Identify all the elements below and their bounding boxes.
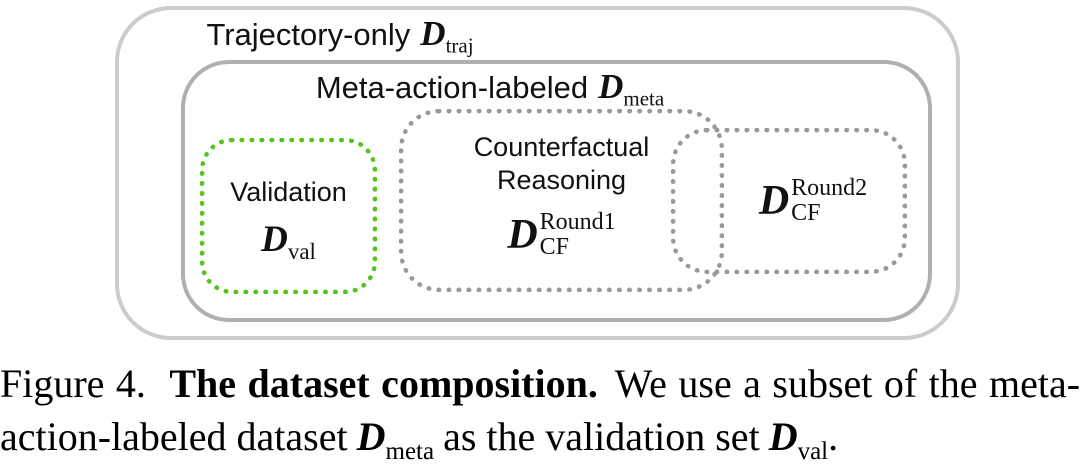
trajectory-only-box [115,6,960,340]
caption-line1: Figure 4. The dataset composition. We us… [0,357,1080,410]
meta-action-labeled-label: Meta-action-labeled Dmeta [240,67,740,111]
dataset-symbol-val: Dval [261,218,316,264]
caption-line2-text2: as the validation set [443,414,760,459]
caption-symbol-val: Dval [768,414,829,465]
cf-round2-sup: Round2 [791,175,868,201]
caption-line2-text1: action-labeled dataset [0,414,348,459]
figure-caption: Figure 4. The dataset composition. We us… [0,357,1080,465]
counterfactual-label-line1: Counterfactual [473,132,650,162]
cf-round1-sub: CF [539,234,570,260]
trajectory-only-label-text: Trajectory-only [206,17,411,52]
meta-action-labeled-box [181,60,932,322]
dataset-symbol-meta: Dmeta [598,67,665,111]
validation-label: Validation [230,176,347,207]
counterfactual-label-line2: Reasoning [496,165,627,195]
trajectory-only-label: Trajectory-only Dtraj [100,14,580,58]
caption-figure-number: Figure 4. [0,361,146,406]
dataset-composition-diagram: Trajectory-only Dtraj Meta-action-labeled… [100,6,960,340]
caption-title: The dataset composition. [169,361,598,406]
meta-action-labeled-label-text: Meta-action-labeled [315,70,589,105]
cf-round2-sub: CF [791,200,821,226]
dataset-symbol-traj: Dtraj [420,14,474,58]
caption-line1-text: We use a subset of the meta- [614,361,1080,406]
validation-box: Validation Dval [200,138,377,294]
caption-line2-period: . [828,414,839,459]
caption-symbol-meta: Dmeta [356,414,435,465]
cf-round1-sup: Round1 [539,209,616,235]
